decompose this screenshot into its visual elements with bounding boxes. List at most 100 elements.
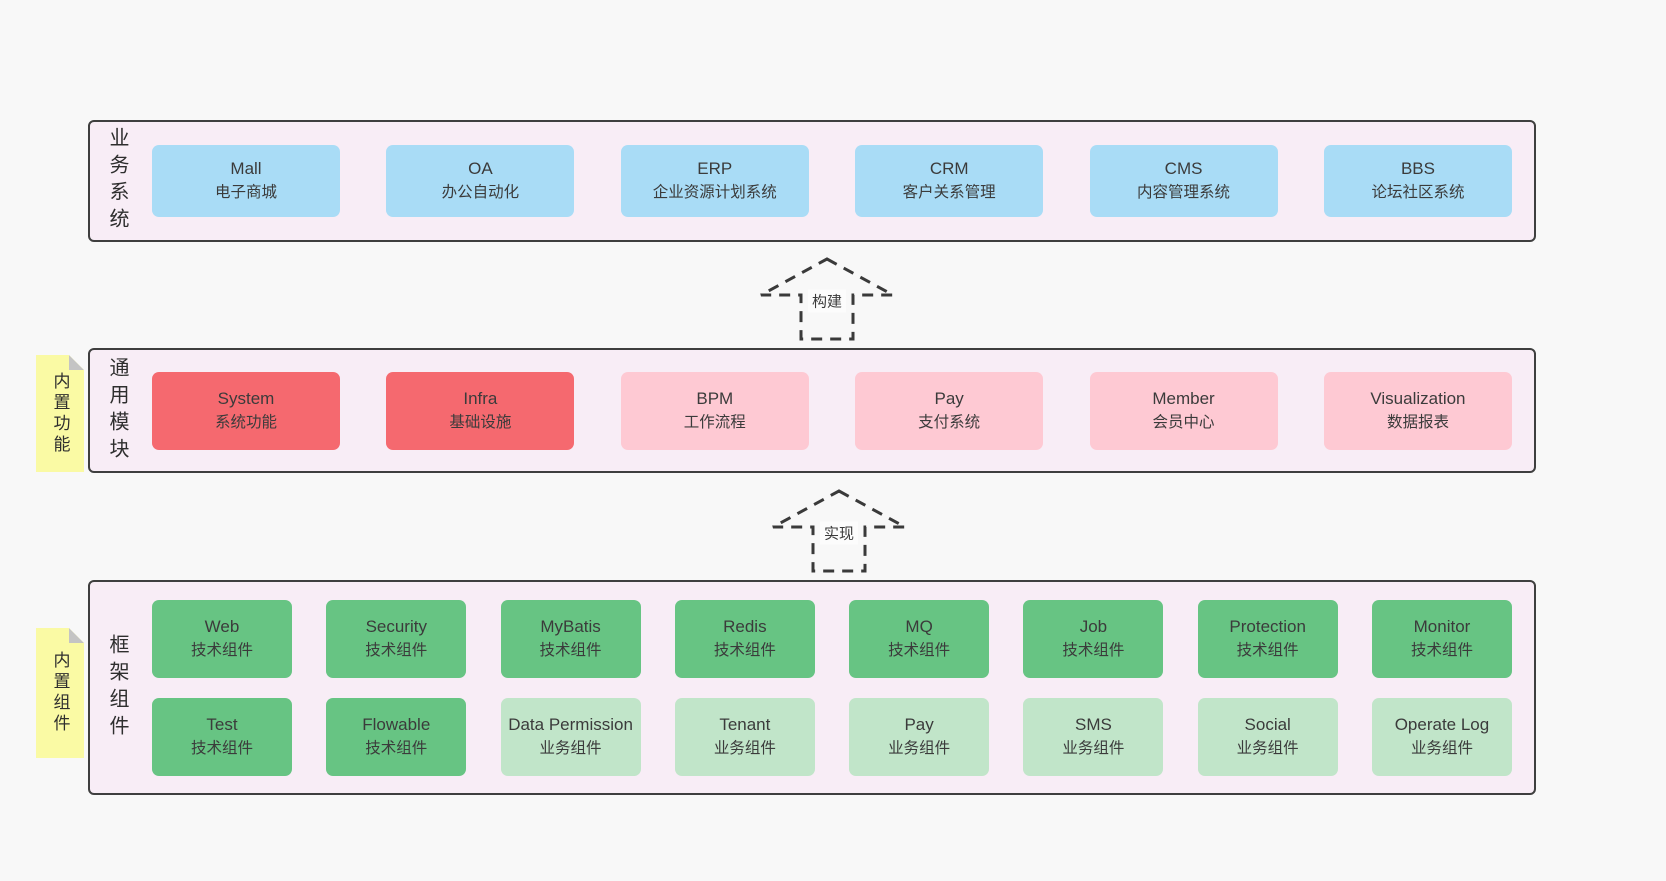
box-subtitle: 工作流程 <box>683 413 746 431</box>
box-title: Mall <box>230 159 262 179</box>
note-label: 内置功能 <box>50 371 70 456</box>
common-modules-band: 通用模块 System 系统功能 Infra 基础设施 BPM 工作流程 Pay… <box>88 348 1536 473</box>
framework-row-1: Web 技术组件 Security 技术组件 MyBatis 技术组件 Redi… <box>152 599 1512 678</box>
box-subtitle: 企业资源计划系统 <box>652 184 777 202</box>
component-box-test: Test 技术组件 <box>152 697 292 776</box>
box-title: ERP <box>697 159 733 179</box>
module-box-infra: Infra 基础设施 <box>386 371 575 450</box>
component-box-sms: SMS 业务组件 <box>1023 697 1164 776</box>
box-subtitle: 技术组件 <box>1410 641 1473 659</box>
module-box-visualization: Visualization 数据报表 <box>1323 371 1512 450</box>
band-label-business: 业务系统 <box>106 127 128 235</box>
component-box-mq: MQ 技术组件 <box>849 599 990 678</box>
box-title: Protection <box>1229 616 1306 636</box>
box-subtitle: 技术组件 <box>365 739 428 757</box>
box-subtitle: 业务组件 <box>539 739 602 757</box>
box-subtitle: 业务组件 <box>1236 739 1299 757</box>
up-arrow-icon <box>760 257 894 341</box>
box-subtitle: 办公自动化 <box>441 184 520 202</box>
component-box-redis: Redis 技术组件 <box>674 599 815 678</box>
box-subtitle: 基础设施 <box>449 413 512 431</box>
box-subtitle: 会员中心 <box>1152 413 1215 431</box>
box-subtitle: 技术组件 <box>190 641 253 659</box>
system-box-erp: ERP 企业资源计划系统 <box>620 145 809 217</box>
implement-arrow-label: 实现 <box>819 521 859 545</box>
box-title: Pay <box>904 714 934 734</box>
business-box-row: Mall 电子商城 OA 办公自动化 ERP 企业资源计划系统 CRM 客户关系… <box>152 145 1512 217</box>
box-title: Visualization <box>1370 388 1466 408</box>
component-box-social: Social 业务组件 <box>1197 697 1338 776</box>
box-subtitle: 业务组件 <box>1062 739 1125 757</box>
box-title: CRM <box>929 159 969 179</box>
module-box-member: Member 会员中心 <box>1089 371 1278 450</box>
box-subtitle: 电子商城 <box>214 184 277 202</box>
component-box-protection: Protection 技术组件 <box>1197 599 1338 678</box>
system-box-mall: Mall 电子商城 <box>152 145 340 217</box>
framework-box-rows: Web 技术组件 Security 技术组件 MyBatis 技术组件 Redi… <box>152 599 1512 776</box>
box-subtitle: 技术组件 <box>365 641 428 659</box>
note-label: 内置组件 <box>50 651 70 735</box>
component-box-tenant: Tenant 业务组件 <box>674 697 815 776</box>
box-subtitle: 支付系统 <box>918 413 981 431</box>
component-box-flowable: Flowable 技术组件 <box>326 697 467 776</box>
box-title: Tenant <box>719 714 771 734</box>
implement-arrow: 实现 <box>769 487 909 575</box>
band-label-modules: 通用模块 <box>106 356 128 465</box>
box-subtitle: 客户关系管理 <box>902 184 996 202</box>
system-box-crm: CRM 客户关系管理 <box>855 145 1044 217</box>
component-box-monitor: Monitor 技术组件 <box>1371 599 1512 678</box>
box-subtitle: 数据报表 <box>1386 413 1449 431</box>
box-title: OA <box>468 159 493 179</box>
business-systems-band: 业务系统 Mall 电子商城 OA 办公自动化 ERP 企业资源计划系统 CRM… <box>88 120 1536 242</box>
box-title: Social <box>1244 714 1291 734</box>
component-box-security: Security 技术组件 <box>326 599 467 678</box>
built-in-features-note: 内置功能 <box>36 355 84 472</box>
box-title: Data Permission <box>508 714 633 734</box>
module-box-system: System 系统功能 <box>152 371 340 450</box>
box-title: Flowable <box>362 714 431 734</box>
build-arrow: 构建 <box>757 255 897 343</box>
box-title: Member <box>1152 388 1215 408</box>
build-arrow-label: 构建 <box>807 289 847 313</box>
box-subtitle: 系统功能 <box>214 413 277 431</box>
box-subtitle: 技术组件 <box>1236 641 1299 659</box>
box-subtitle: 内容管理系统 <box>1137 184 1231 202</box>
up-arrow-icon <box>772 489 906 573</box>
box-title: Test <box>206 714 238 734</box>
box-title: CMS <box>1164 159 1203 179</box>
component-box-operate-log: Operate Log 业务组件 <box>1371 697 1512 776</box>
box-subtitle: 技术组件 <box>190 739 253 757</box>
note-fold-corner <box>69 355 84 370</box>
system-box-bbs: BBS 论坛社区系统 <box>1323 145 1512 217</box>
box-title: BBS <box>1400 159 1435 179</box>
box-subtitle: 技术组件 <box>713 641 776 659</box>
band-label-framework: 框架组件 <box>106 633 128 742</box>
box-title: Pay <box>934 388 964 408</box>
component-box-data-permission: Data Permission 业务组件 <box>500 697 641 776</box>
box-subtitle: 论坛社区系统 <box>1371 184 1465 202</box>
module-box-pay: Pay 支付系统 <box>855 371 1044 450</box>
component-box-mybatis: MyBatis 技术组件 <box>500 599 641 678</box>
modules-box-row: System 系统功能 Infra 基础设施 BPM 工作流程 Pay 支付系统… <box>152 371 1512 450</box>
box-title: Job <box>1079 616 1108 636</box>
box-title: Web <box>204 616 240 636</box>
box-title: System <box>217 388 275 408</box>
framework-row-2: Test 技术组件 Flowable 技术组件 Data Permission … <box>152 697 1512 776</box>
built-in-components-note: 内置组件 <box>36 628 84 758</box>
box-title: BPM <box>696 388 734 408</box>
component-box-job: Job 技术组件 <box>1023 599 1164 678</box>
component-box-pay: Pay 业务组件 <box>849 697 990 776</box>
box-title: MyBatis <box>540 616 601 636</box>
box-subtitle: 技术组件 <box>539 641 602 659</box>
box-title: Infra <box>463 388 498 408</box>
note-fold-corner <box>69 628 84 643</box>
box-title: Security <box>365 616 427 636</box>
box-subtitle: 技术组件 <box>888 641 951 659</box>
box-title: MQ <box>905 616 933 636</box>
box-title: Operate Log <box>1394 714 1490 734</box>
component-box-web: Web 技术组件 <box>152 599 292 678</box>
framework-components-band: 框架组件 Web 技术组件 Security 技术组件 MyBatis 技术组件… <box>88 580 1536 795</box>
box-title: SMS <box>1074 714 1112 734</box>
system-box-oa: OA 办公自动化 <box>386 145 575 217</box>
box-subtitle: 业务组件 <box>888 739 951 757</box>
